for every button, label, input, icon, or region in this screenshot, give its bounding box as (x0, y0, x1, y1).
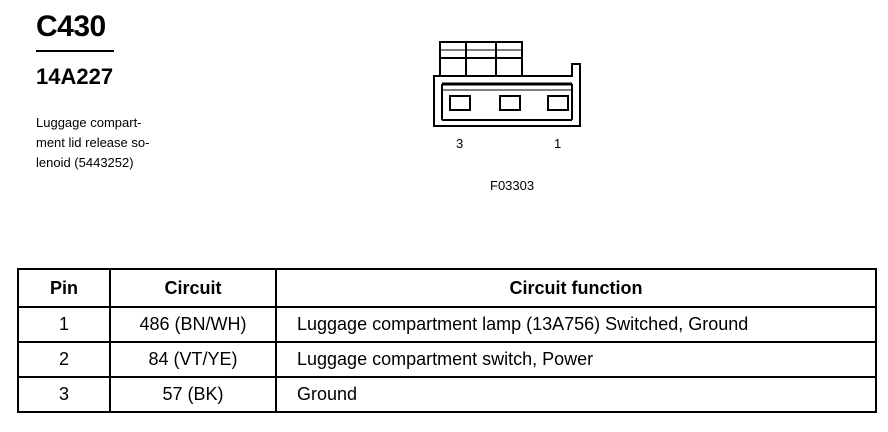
connector-id-underline (36, 50, 114, 52)
cell-function: Luggage compartment switch, Power (275, 341, 877, 378)
part-number: 14A227 (36, 64, 114, 89)
cell-pin: 2 (17, 341, 111, 378)
column-header-function: Circuit function (275, 268, 877, 308)
pin-cavity (547, 95, 569, 111)
column-header-pin: Pin (17, 268, 111, 308)
pin-label: 3 (456, 136, 464, 151)
cell-circuit: 486 (BN/WH) (109, 306, 277, 343)
connector-description: Luggage compart- ment lid release so- le… (36, 113, 196, 173)
column-header-circuit: Circuit (109, 268, 277, 308)
description-line: Luggage compart- (36, 115, 142, 130)
table-row: 3 57 (BK) Ground (17, 376, 877, 413)
table-row: 2 84 (VT/YE) Luggage compartment switch,… (17, 341, 877, 378)
cell-pin: 1 (17, 306, 111, 343)
pin-cavity (449, 95, 471, 111)
cell-function: Luggage compartment lamp (13A756) Switch… (275, 306, 877, 343)
pin-label: 1 (554, 136, 562, 151)
table-row: 1 486 (BN/WH) Luggage compartment lamp (… (17, 306, 877, 343)
description-line: lenoid (5443252) (36, 155, 134, 170)
connector-face-diagram (433, 41, 581, 127)
connector-id: C430 (36, 10, 106, 43)
pin-cavity (499, 95, 521, 111)
table-header-row: Pin Circuit Circuit function (17, 268, 877, 308)
figure-code: F03303 (490, 178, 535, 193)
cell-pin: 3 (17, 376, 111, 413)
description-line: ment lid release so- (36, 135, 150, 150)
connector-housing (433, 63, 581, 127)
pin-table: Pin Circuit Circuit function 1 486 (BN/W… (17, 268, 877, 413)
cell-function: Ground (275, 376, 877, 413)
cell-circuit: 84 (VT/YE) (109, 341, 277, 378)
cell-circuit: 57 (BK) (109, 376, 277, 413)
